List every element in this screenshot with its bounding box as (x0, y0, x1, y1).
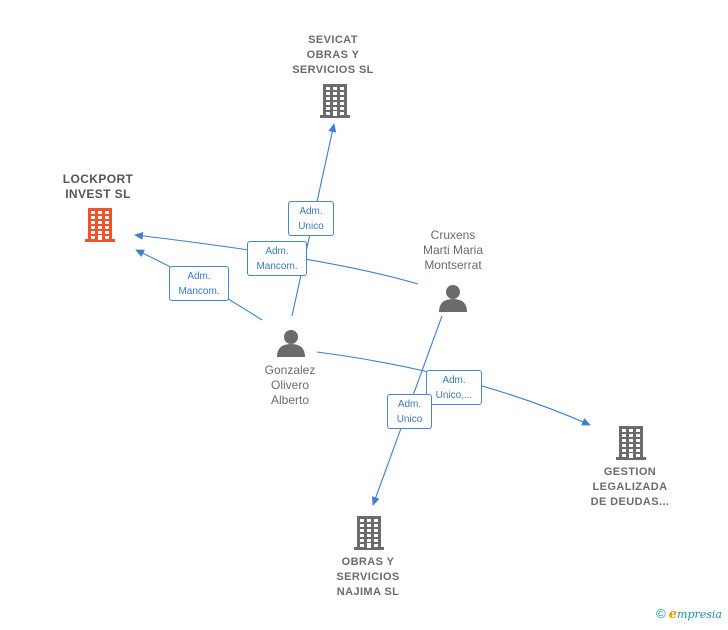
building-icon-gestion[interactable] (616, 426, 646, 460)
edge-label-line: Adm. (265, 246, 289, 257)
label-line: SEVICAT (308, 34, 358, 46)
node-label-najima[interactable]: OBRAS Y SERVICIOS NAJIMA SL (318, 555, 418, 600)
edge-label-line: Adm. (442, 375, 466, 386)
label-line: DE DEUDAS... (590, 496, 670, 508)
node-label-sevicat[interactable]: SEVICAT OBRAS Y SERVICIOS SL (280, 33, 386, 78)
edges (134, 123, 591, 506)
copyright-icon: © (656, 606, 666, 621)
label-line: OBRAS Y (306, 49, 360, 61)
edge-label-line: Adm. (187, 271, 211, 282)
edge-label-cruxens-lockport[interactable]: Adm. Mancom. (247, 241, 307, 276)
node-label-lockport[interactable]: LOCKPORT INVEST SL (50, 172, 146, 202)
edge-label-gonzalez-lockport[interactable]: Adm. Mancom. (169, 266, 229, 301)
label-line: Marti Maria (422, 243, 483, 257)
label-line: NAJIMA SL (336, 586, 400, 598)
brand-rest: mpresia (677, 608, 722, 621)
label-line: GESTION (603, 466, 657, 478)
person-icon-gonzalez[interactable] (277, 330, 305, 357)
building-icon-lockport[interactable] (85, 208, 115, 242)
edge-label-gonzalez-gestion[interactable]: Adm. Unico,... (426, 370, 482, 405)
label-line: LEGALIZADA (592, 481, 668, 493)
edge-label-line: Adm. (397, 399, 422, 410)
label-line: Cruxens (430, 228, 476, 242)
label-line: SERVICIOS (336, 571, 400, 583)
edge-label-line: Unico (298, 221, 324, 232)
edge-label-line: Unico,... (435, 390, 473, 401)
node-icons (85, 84, 646, 550)
person-icon-cruxens[interactable] (439, 285, 467, 312)
edge-label-line: Mancom. (256, 261, 298, 272)
label-line: LOCKPORT (62, 172, 134, 186)
node-label-gestion[interactable]: GESTION LEGALIZADA DE DEUDAS... (578, 465, 682, 510)
edge-label-line: Adm. (299, 206, 323, 217)
label-line: Alberto (270, 393, 310, 407)
label-line: Olivero (270, 378, 309, 392)
empresia-logo[interactable]: © empresia (656, 606, 722, 622)
label-line: INVEST SL (65, 187, 131, 201)
label-line: OBRAS Y (341, 556, 395, 568)
brand-e: e (668, 607, 678, 622)
edge-label-line: Unico (396, 414, 423, 425)
label-line: SERVICIOS SL (292, 64, 374, 76)
building-icon-najima[interactable] (354, 516, 384, 550)
edge-label-gonzalez-sevicat[interactable]: Adm. Unico (288, 201, 334, 236)
edge-label-cruxens-najima[interactable]: Adm. Unico (387, 394, 432, 429)
label-line: Gonzalez (264, 363, 316, 377)
node-label-cruxens[interactable]: Cruxens Marti Maria Montserrat (398, 228, 508, 273)
label-line: Montserrat (424, 258, 482, 272)
edge-label-line: Mancom. (178, 286, 220, 297)
node-label-gonzalez[interactable]: Gonzalez Olivero Alberto (240, 363, 340, 408)
building-icon-sevicat[interactable] (320, 84, 350, 118)
